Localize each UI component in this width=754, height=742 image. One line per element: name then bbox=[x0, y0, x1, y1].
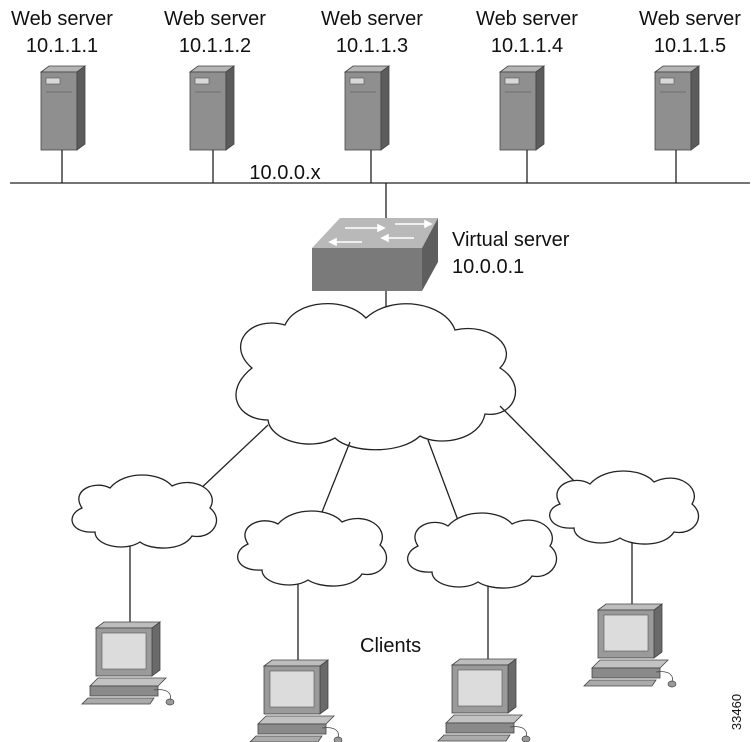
main-cloud bbox=[235, 302, 517, 451]
virtual-server-ip: 10.0.0.1 bbox=[452, 256, 524, 278]
switch-arrows bbox=[328, 219, 433, 247]
link-cloud-4 bbox=[499, 405, 581, 488]
server-labels: Web server 10.1.1.1 Web server 10.1.1.2 … bbox=[11, 8, 741, 57]
link-cloud-1 bbox=[196, 424, 269, 493]
virtual-server-title: Virtual server bbox=[452, 229, 570, 251]
server-3-title: Web server bbox=[321, 8, 423, 30]
cloud-icon bbox=[549, 470, 699, 545]
server-1-ip: 10.1.1.1 bbox=[26, 35, 98, 57]
cloud-icon bbox=[407, 512, 558, 589]
workstation-icon bbox=[583, 603, 677, 688]
load-balancer-switch-icon bbox=[312, 218, 438, 291]
server-tower-icon bbox=[39, 65, 87, 151]
server-4-title: Web server bbox=[476, 8, 578, 30]
switch-side bbox=[422, 218, 438, 291]
server-3-ip: 10.1.1.3 bbox=[336, 35, 408, 57]
workstation-icon bbox=[437, 658, 531, 742]
server-tower-icon bbox=[653, 65, 701, 151]
server-tower-icon bbox=[188, 65, 236, 151]
server-2-ip: 10.1.1.2 bbox=[179, 35, 251, 57]
clients-label: Clients bbox=[360, 635, 421, 657]
cloud-icon bbox=[235, 302, 517, 451]
switch-front bbox=[312, 248, 422, 291]
server-2-title: Web server bbox=[164, 8, 266, 30]
cloud-icon bbox=[237, 510, 388, 587]
cloud-icon bbox=[71, 474, 217, 549]
client-links bbox=[129, 542, 633, 666]
switch-top bbox=[312, 218, 438, 248]
sub-clouds bbox=[71, 470, 699, 589]
server-5-title: Web server bbox=[639, 8, 741, 30]
server-tower-icon bbox=[498, 65, 546, 151]
link-cloud-2 bbox=[317, 441, 351, 523]
link-cloud-3 bbox=[427, 439, 460, 524]
server-drop-lines bbox=[61, 150, 677, 183]
server-5-ip: 10.1.1.5 bbox=[654, 35, 726, 57]
workstation-icon bbox=[249, 659, 343, 742]
client-workstations bbox=[81, 603, 677, 742]
workstation-icon bbox=[81, 621, 175, 706]
server-1-title: Web server bbox=[11, 8, 113, 30]
server-4-ip: 10.1.1.4 bbox=[491, 35, 563, 57]
figure-id: 33460 bbox=[729, 694, 744, 730]
server-tower-icon bbox=[343, 65, 391, 151]
network-label: 10.0.0.x bbox=[249, 162, 320, 184]
cloud-links bbox=[196, 405, 581, 524]
server-towers bbox=[39, 65, 701, 151]
